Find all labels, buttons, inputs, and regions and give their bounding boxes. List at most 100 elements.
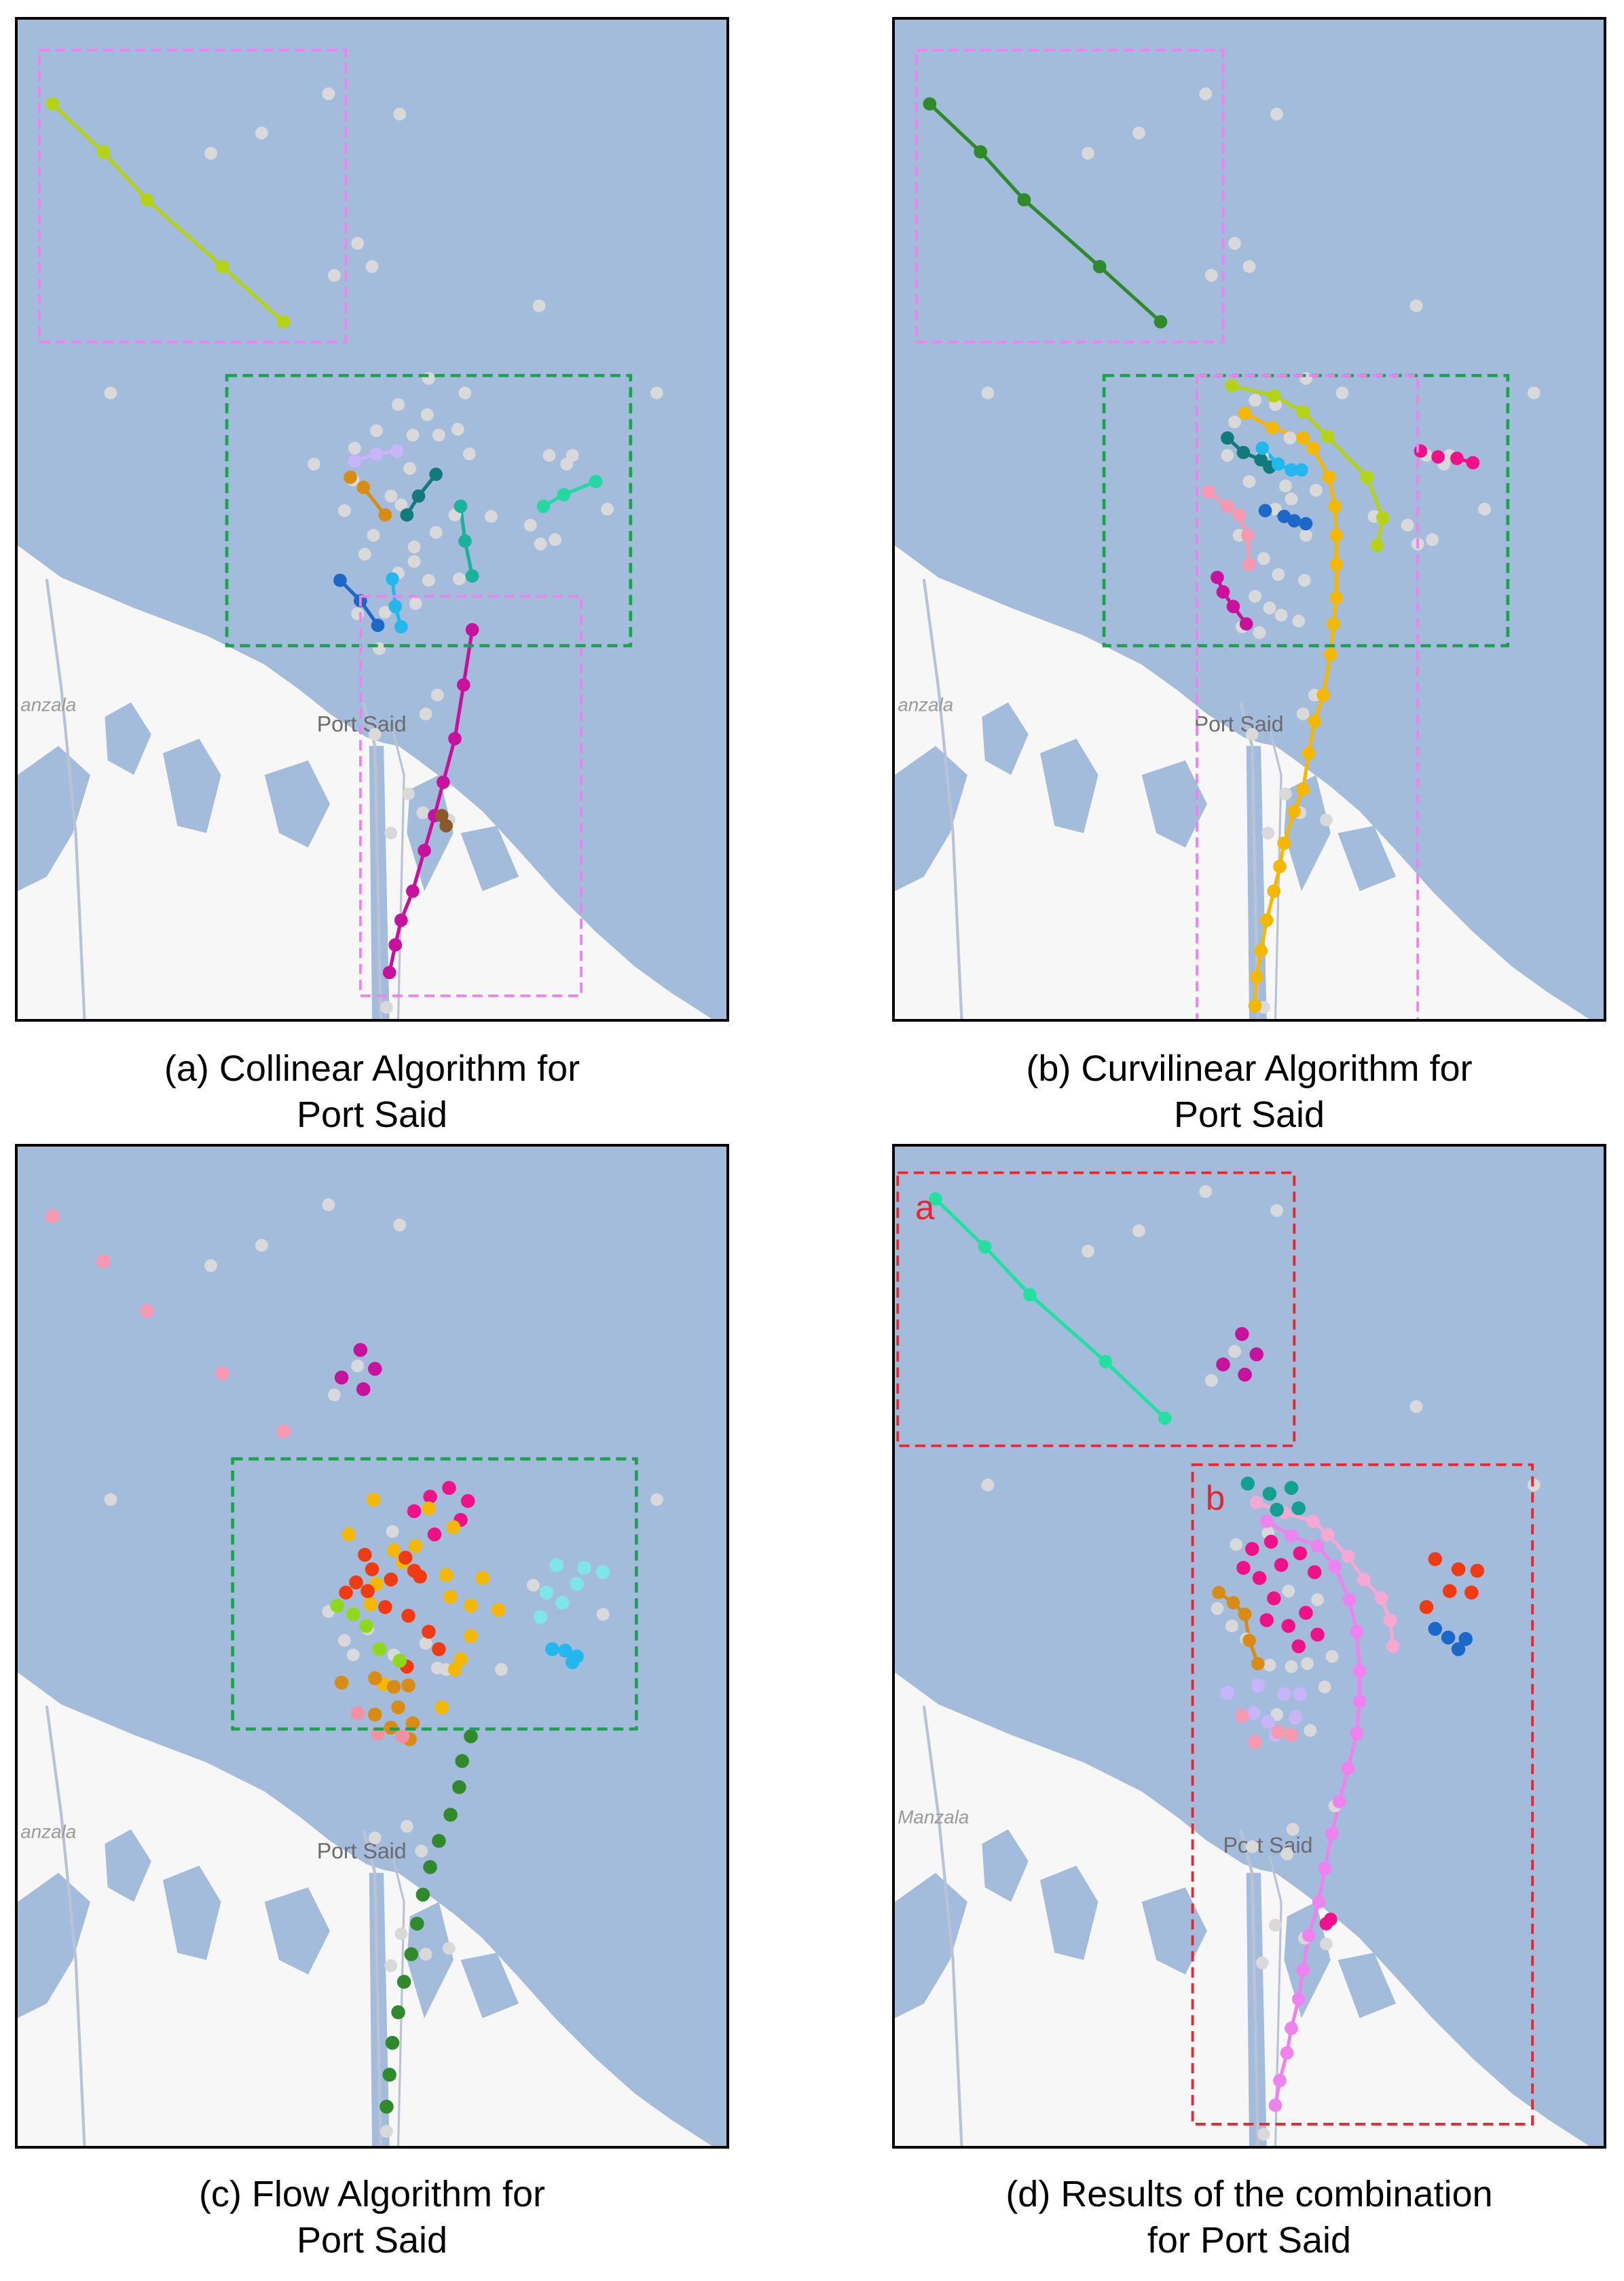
trajectory-point [1092,259,1107,274]
background-point [1082,147,1094,160]
dashed-region-box-green [231,1457,638,1731]
lake-water [105,1829,151,1902]
background-point [370,424,383,437]
canal-jetty [362,1829,382,2146]
cluster-point [382,2067,396,2082]
trajectory-point [348,454,362,468]
cluster-point [395,1729,410,1743]
basin-water [460,1952,519,2018]
background-point [420,408,434,422]
lake-water [982,702,1029,775]
trajectory-point [215,259,229,274]
background-point [1309,483,1323,497]
trajectory-point [1332,1795,1346,1809]
background-point [1292,614,1306,628]
trajectory-point [448,732,462,745]
background-point [1279,479,1292,493]
trajectory-point [929,1192,942,1206]
background-point [452,572,466,586]
canal-jetty [362,702,382,1019]
caption-c-line1: (c) Flow Algorithm for [198,2174,546,2214]
background-point [442,1942,456,1955]
trajectory-point [465,623,479,637]
trajectory-point [1241,528,1255,542]
cluster-point [1308,1565,1322,1580]
background-point [384,489,398,503]
background-point [346,1648,360,1662]
background-point [1261,826,1275,840]
trajectory-point [390,444,404,458]
trajectory-point [1249,1496,1263,1510]
region-label: a [915,1188,935,1227]
trajectory-point [1251,1656,1265,1671]
trajectory-point [1023,1288,1037,1302]
background-point [1478,502,1491,516]
trajectory-point [456,678,470,692]
background-point [409,597,422,610]
trajectory-point [1318,1861,1332,1876]
cluster-point [1245,1542,1259,1556]
cluster-point [334,1675,349,1690]
basin-water [1337,1952,1397,2018]
background-point [650,386,663,400]
trajectory-point [1248,999,1262,1013]
background-point [358,547,371,561]
background-point [1282,1584,1295,1598]
cluster-point [452,1780,466,1794]
road [922,1705,963,2146]
background-point [1204,269,1218,282]
trajectory-point [435,809,449,823]
cluster-point [447,1662,462,1677]
trajectory-point [1327,617,1340,631]
background-point [384,1959,398,1973]
background-point [393,1219,407,1231]
cluster-point [342,1527,356,1542]
background-point [1279,787,1292,800]
caption-b-line2: Port Said [1173,1094,1325,1135]
dashed-region-box-green [1102,373,1510,648]
background-point [1283,431,1297,445]
cluster-point [1289,1710,1303,1725]
trajectory-point [429,467,443,481]
cluster-point [1249,1347,1263,1362]
background-point [1242,260,1256,274]
lake-label: anzala [898,694,953,715]
trajectory-point [1258,504,1272,518]
background-point [566,449,579,462]
background-point [400,1819,413,1833]
background-point [1249,589,1261,603]
background-point [596,1608,610,1621]
trajectory-point [454,499,468,513]
background-point [485,510,498,523]
trajectory-point [1360,470,1374,484]
background-point [1270,107,1284,121]
cluster-point [446,1520,461,1534]
cluster-point [1458,1632,1473,1646]
trajectory-point [394,913,408,927]
background-point [419,1637,432,1650]
cluster-point [368,1671,382,1686]
background-point [1318,1680,1331,1694]
trajectory-point [1325,1827,1339,1840]
caption-b-line1: (b) Curvilinear Algorithm for [1026,1048,1473,1089]
cluster-point [368,1707,382,1722]
trajectory-point [1017,193,1031,207]
background-point [419,1948,432,1961]
background-point [1245,728,1259,741]
cluster-point [346,1607,361,1622]
background-point [1211,1601,1224,1615]
cluster-point [410,1916,424,1931]
cluster-point [558,1644,572,1658]
trajectory-point [1291,1992,1306,2006]
background-point [1301,1657,1314,1671]
cluster-point [539,1585,553,1600]
cluster-point [96,1254,111,1269]
cluster-point [570,1576,584,1591]
cluster-point [358,1547,372,1562]
lake-water [982,1829,1029,1902]
background-point [1527,386,1540,400]
trajectory-point [1386,1639,1400,1653]
trajectory-point [1299,517,1313,531]
cluster-point [1251,1678,1266,1693]
